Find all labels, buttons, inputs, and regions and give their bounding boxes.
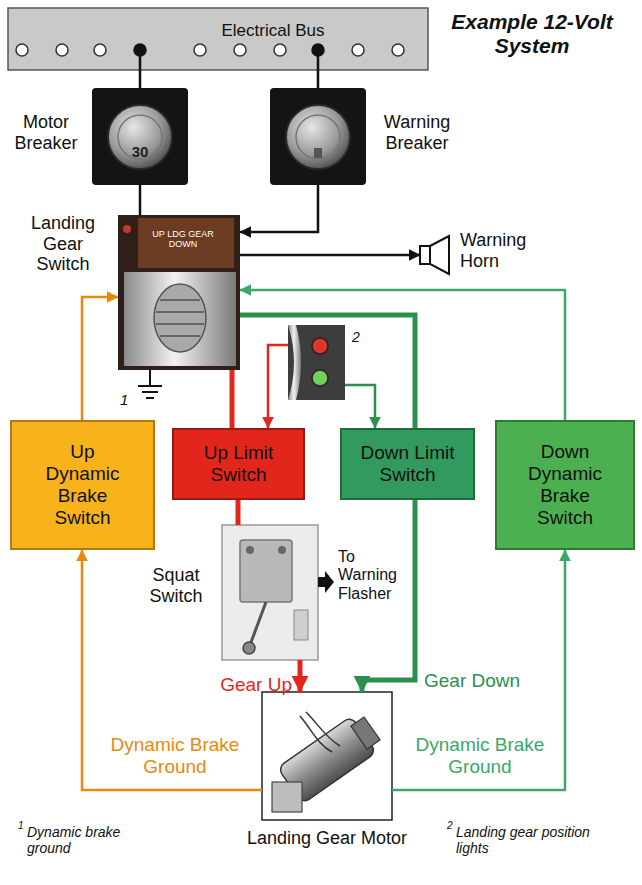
footnote-text: Dynamic brake ground bbox=[27, 824, 131, 856]
box-label: Up Limit Switch bbox=[184, 442, 294, 486]
footnote-marker: 1 bbox=[18, 820, 28, 832]
callout-number: 1 bbox=[120, 391, 134, 408]
box-label: Down Limit Switch bbox=[352, 442, 464, 486]
landing-gear-switch-photo bbox=[118, 215, 240, 370]
up-dynamic-brake-switch: Up Dynamic Brake Switch bbox=[10, 420, 155, 550]
warning-horn: Warning Horn bbox=[420, 236, 450, 274]
landing-gear-motor-photo bbox=[262, 692, 392, 820]
squat-switch: Squat Switch bbox=[222, 525, 318, 660]
warning-breaker-photo bbox=[270, 88, 366, 185]
landing-gear-switch: Landing Gear SwitchUP LDG GEAR DOWN bbox=[118, 215, 240, 370]
footnote-marker: 2 bbox=[447, 820, 457, 832]
part-label: Motor Breaker bbox=[6, 112, 86, 153]
part-label: Landing Gear Motor bbox=[222, 828, 432, 849]
electrical-bus-bar bbox=[8, 8, 428, 70]
wire-connector bbox=[82, 297, 118, 420]
wire-connector bbox=[230, 370, 235, 428]
panel-placard: UP LDG GEAR DOWN bbox=[152, 229, 214, 250]
bus-label: Electrical Bus bbox=[193, 21, 353, 41]
callout-number: 2 bbox=[352, 329, 366, 345]
down-dynamic-brake-switch: Down Dynamic Brake Switch bbox=[495, 420, 635, 550]
footnote-text: Landing gear position lights bbox=[456, 824, 608, 856]
squat-switch-photo bbox=[222, 525, 318, 660]
part-label: Warning Breaker bbox=[372, 112, 462, 153]
wire-connector bbox=[345, 385, 375, 428]
wire-connector bbox=[298, 660, 303, 692]
motor-breaker-photo bbox=[92, 88, 188, 185]
part-label: Landing Gear Switch bbox=[18, 213, 108, 275]
edge-label: Dynamic Brake Ground bbox=[400, 734, 560, 778]
motor-breaker: Motor Breaker30 bbox=[92, 88, 188, 185]
warning-breaker: Warning Breaker bbox=[270, 88, 366, 185]
edge-label: Dynamic Brake Ground bbox=[95, 734, 255, 778]
electrical-bus: Electrical Bus bbox=[8, 8, 428, 70]
wire-connector bbox=[240, 290, 565, 420]
edge-label: Gear Up bbox=[192, 674, 292, 696]
part-label: Warning Horn bbox=[460, 230, 555, 271]
wire-connector bbox=[268, 345, 288, 428]
box-label: Down Dynamic Brake Switch bbox=[518, 441, 613, 528]
landing-gear-motor: Landing Gear Motor bbox=[262, 692, 392, 820]
position-lights: 2 bbox=[288, 325, 345, 400]
wire-connector bbox=[139, 70, 142, 88]
wire-connector bbox=[240, 185, 318, 232]
up-limit-switch: Up Limit Switch bbox=[172, 428, 305, 500]
note-label: To Warning Flasher bbox=[338, 548, 408, 603]
box-label: Up Dynamic Brake Switch bbox=[35, 441, 130, 528]
ground-symbol bbox=[138, 370, 162, 398]
part-label: Squat Switch bbox=[136, 565, 216, 606]
position-lights-photo bbox=[288, 325, 345, 400]
warning-flasher-arrow bbox=[318, 571, 334, 593]
wire-connector bbox=[82, 550, 262, 790]
wire-connector bbox=[317, 70, 320, 88]
wire-connector bbox=[240, 254, 420, 257]
wire-connector bbox=[240, 315, 415, 428]
down-limit-switch: Down Limit Switch bbox=[340, 428, 475, 500]
wire-connector bbox=[139, 185, 142, 215]
diagram-title: Example 12-Volt System bbox=[432, 10, 632, 58]
edge-label: Gear Down bbox=[424, 670, 544, 692]
wire-connector bbox=[236, 500, 241, 525]
wire-connector bbox=[392, 550, 565, 790]
warning-horn-symbol bbox=[420, 236, 449, 274]
breaker-rating: 30 bbox=[120, 143, 160, 160]
